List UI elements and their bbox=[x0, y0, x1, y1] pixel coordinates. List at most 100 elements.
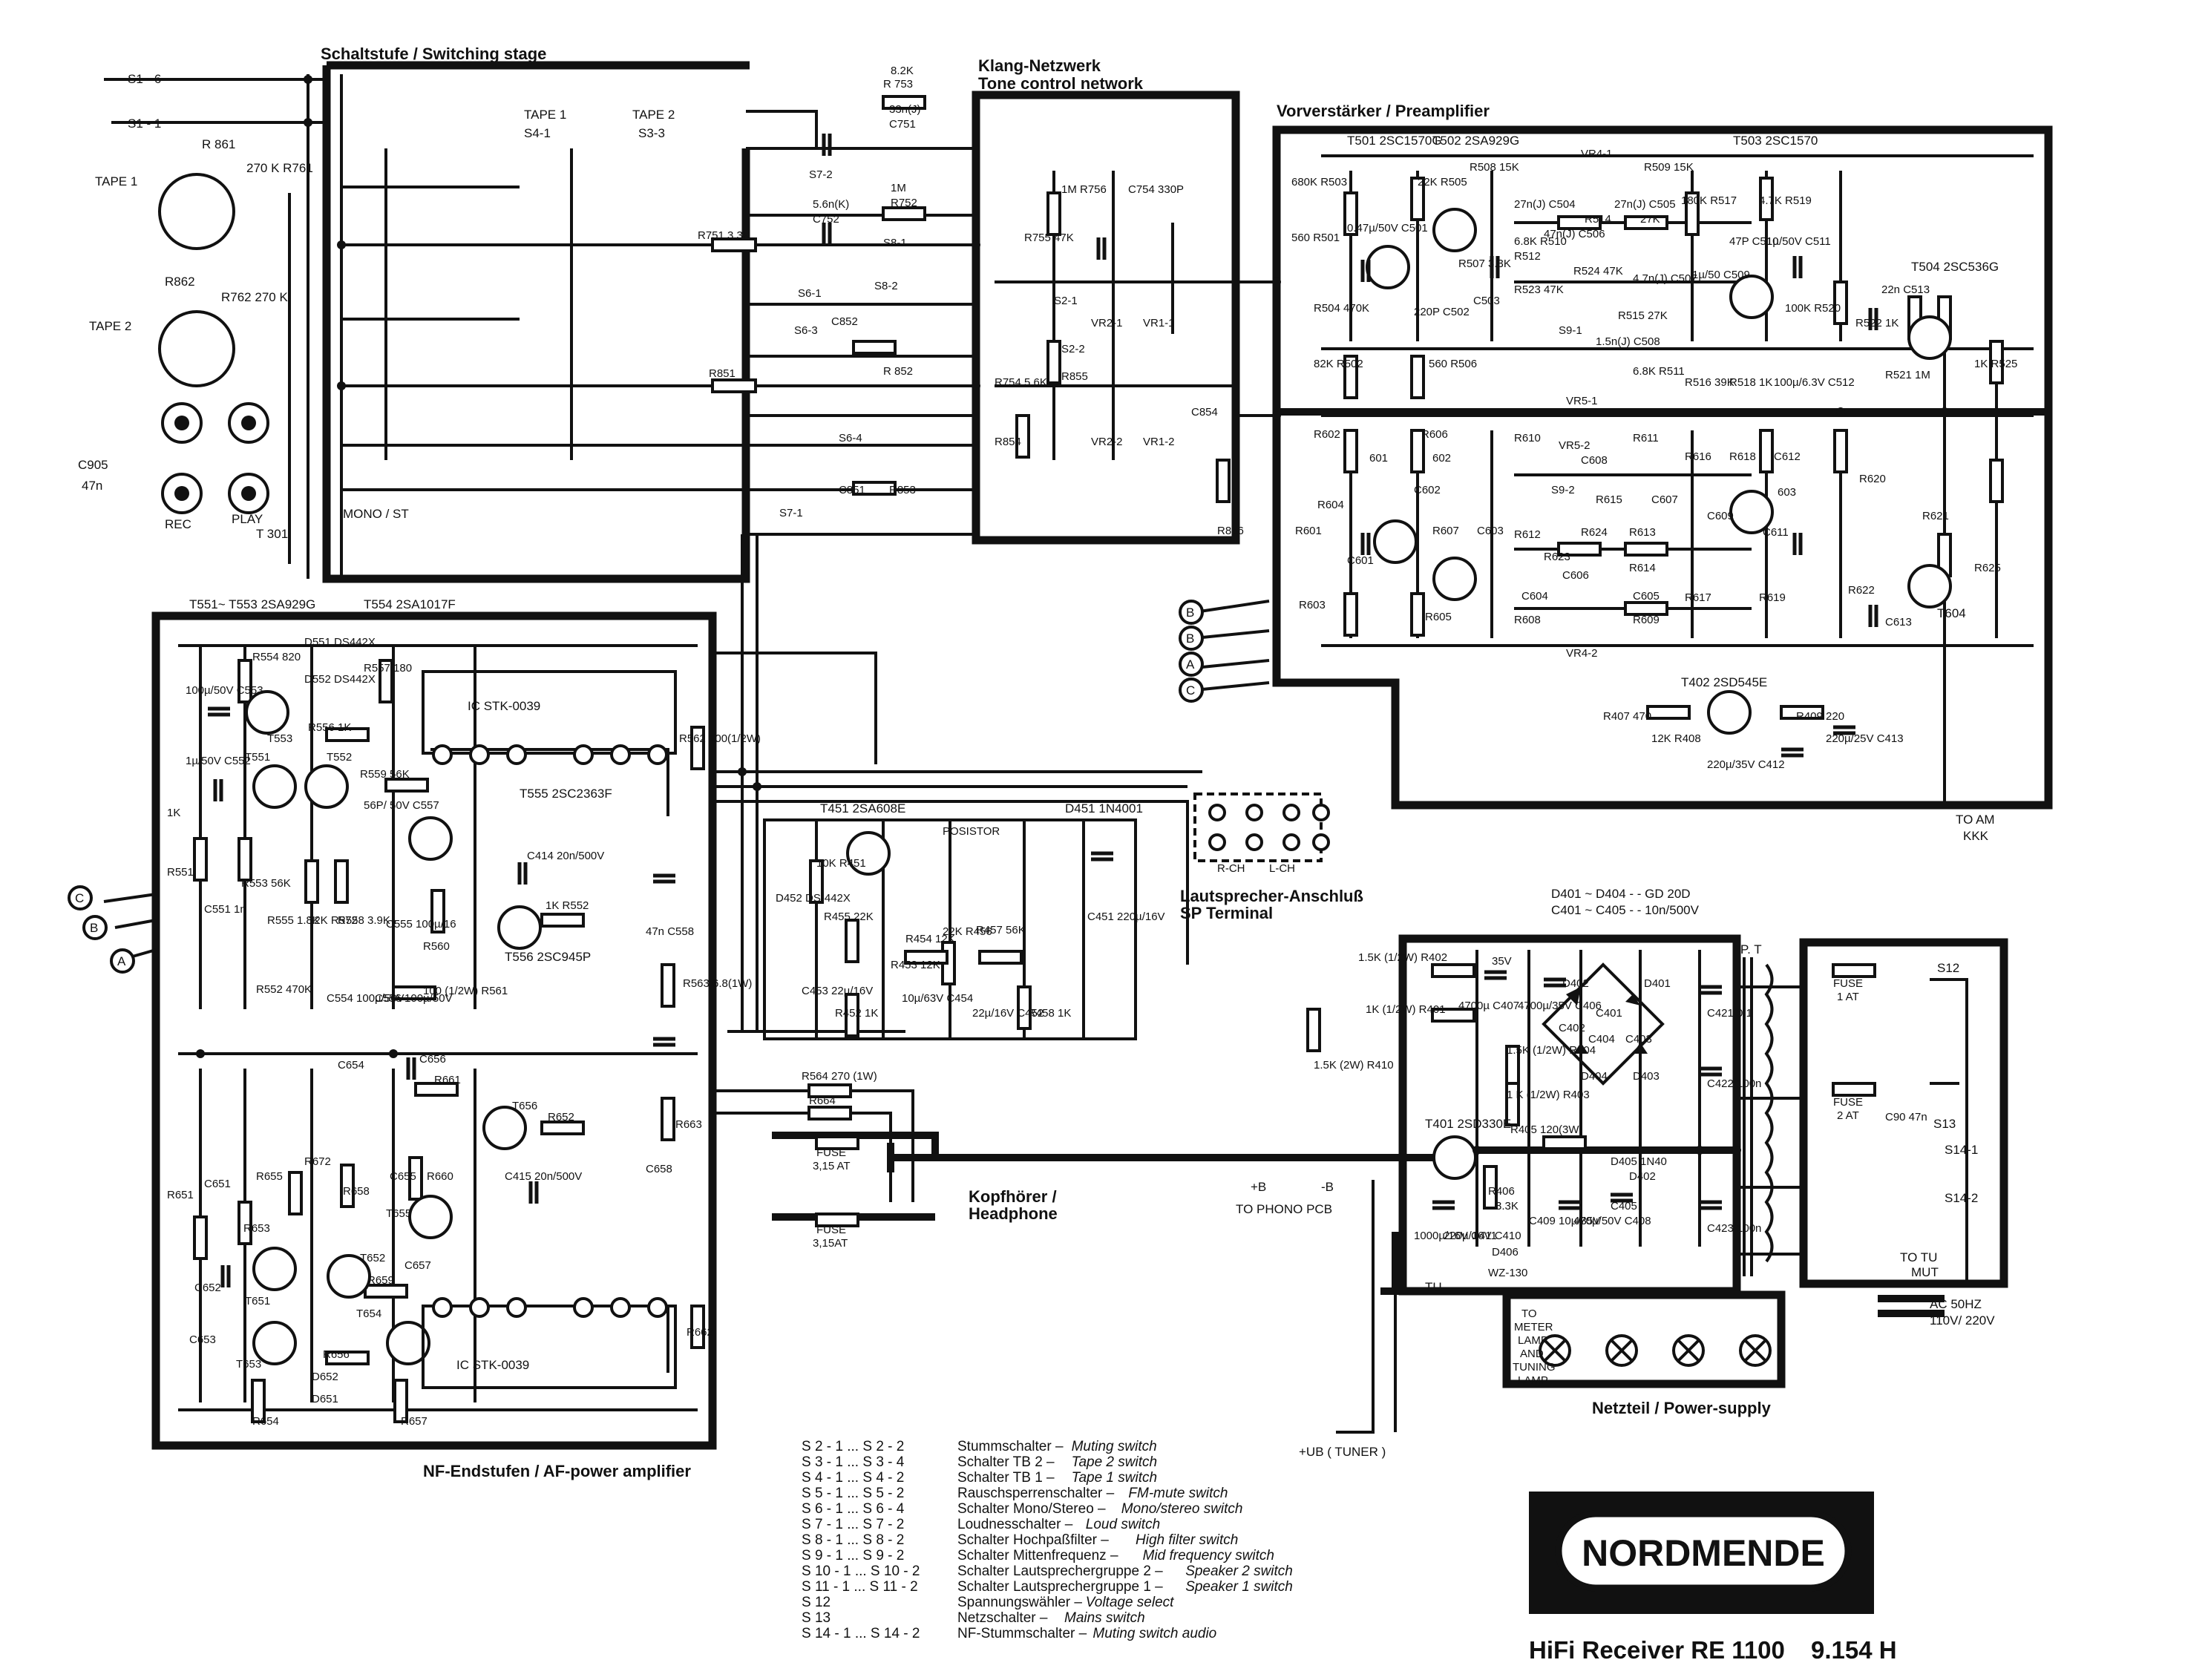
label-t653: T653 bbox=[236, 1358, 261, 1371]
legend-code: S 4 - 1 ... S 4 - 2 bbox=[802, 1470, 904, 1486]
legend-desc-en: Voltage select bbox=[1086, 1595, 1174, 1610]
label-ic1: IC STK-0039 bbox=[468, 699, 540, 713]
fuse-symbols bbox=[815, 963, 1876, 1227]
label-r458: R458 1K bbox=[1028, 1007, 1071, 1020]
label-r561: 100 (1/2W) R561 bbox=[423, 985, 508, 997]
legend-desc-de: Loudnesschalter – bbox=[957, 1517, 1073, 1532]
label-t554: T554 2SA1017F bbox=[364, 597, 456, 611]
label-c555: C555 100µ/16 bbox=[386, 918, 456, 931]
label-c405: C405 bbox=[1611, 1200, 1637, 1213]
label-r520: 100K R520 bbox=[1785, 302, 1841, 315]
label-s2-1: S2-1 bbox=[1054, 295, 1078, 307]
label-602: 602 bbox=[1432, 452, 1451, 465]
legend-code: S 12 bbox=[802, 1595, 831, 1610]
label-d451: D451 1N4001 bbox=[1065, 801, 1143, 816]
label-r512: R512 bbox=[1514, 250, 1541, 263]
label-t656: T656 bbox=[512, 1100, 537, 1112]
label-fuse2: FUSE bbox=[1833, 1096, 1863, 1109]
legend-code: S 8 - 1 ... S 8 - 2 bbox=[802, 1532, 904, 1548]
label-c854: C854 bbox=[1191, 406, 1218, 419]
label-c612: C612 bbox=[1774, 450, 1801, 463]
label-c651: C651 bbox=[204, 1178, 231, 1190]
label-r606: R606 bbox=[1421, 428, 1448, 441]
label-r611: R611 bbox=[1633, 432, 1659, 444]
legend-desc-de: Schalter TB 1 – bbox=[957, 1470, 1055, 1486]
label-d406: D406 bbox=[1492, 1246, 1519, 1259]
label-r603: R603 bbox=[1299, 599, 1326, 611]
legend-desc-de: Schalter Mittenfrequenz – bbox=[957, 1548, 1118, 1563]
label-c603: C603 bbox=[1477, 525, 1504, 537]
switching-stage-title: Schaltstufe / Switching stage bbox=[321, 45, 546, 63]
label-r517: 180K R517 bbox=[1681, 194, 1737, 207]
label-t652: T652 bbox=[360, 1252, 385, 1264]
label-r662: R662 bbox=[687, 1326, 713, 1339]
label-r563: R563 6.8(1W) bbox=[683, 977, 752, 990]
label-c558: 47n C558 bbox=[646, 925, 694, 938]
label-c410: 220µ/16V C410 bbox=[1444, 1230, 1521, 1242]
label-r521: R521 1M bbox=[1885, 369, 1930, 381]
label-r551: R551 bbox=[167, 866, 194, 879]
label-c90: C90 47n bbox=[1885, 1111, 1927, 1123]
legend-desc-en: FM-mute switch bbox=[1128, 1486, 1228, 1501]
legend-desc-en: Tape 2 switch bbox=[1072, 1454, 1157, 1470]
label-c408: 470µ/50V C408 bbox=[1573, 1215, 1651, 1227]
label-r657: R657 bbox=[401, 1415, 427, 1428]
nordmende-logo: NORDMENDE bbox=[1582, 1532, 1825, 1574]
label-vr4-2: VR4-2 bbox=[1566, 647, 1598, 660]
label-r510: 6.8K R510 bbox=[1514, 235, 1567, 248]
label-r853: R853 bbox=[889, 484, 916, 496]
label-r613: R613 bbox=[1629, 526, 1656, 539]
label-vr2-2: VR2-2 bbox=[1091, 436, 1123, 448]
label-c606: C606 bbox=[1562, 569, 1589, 582]
label-r524: R524 47K bbox=[1573, 265, 1623, 278]
legend-desc-en: Loud switch bbox=[1086, 1517, 1160, 1532]
label-s12: S12 bbox=[1937, 961, 1959, 975]
label-c509: 1µ/50 C509 bbox=[1692, 269, 1750, 281]
label-5-6n: 5.6n(K) bbox=[813, 198, 849, 211]
label-meter-1: TO bbox=[1521, 1307, 1537, 1320]
label-c552: 1µ/50V C552 bbox=[186, 755, 251, 767]
label-r625: R625 bbox=[1974, 562, 2001, 574]
label-c754: C754 330P bbox=[1128, 183, 1184, 196]
label-r558: R558 3.9K bbox=[338, 914, 390, 927]
label-tu: TU bbox=[1425, 1280, 1442, 1294]
label-t552-tag: T552 bbox=[327, 751, 352, 764]
legend-desc-en: Mono/stereo switch bbox=[1121, 1501, 1243, 1517]
legend-desc-en: Speaker 2 switch bbox=[1185, 1563, 1293, 1579]
label-play: PLAY bbox=[232, 512, 263, 526]
label-c658: C658 bbox=[646, 1163, 672, 1175]
label-c501: 0.47µ/50V C501 bbox=[1347, 222, 1428, 234]
label-r755: R755 47K bbox=[1024, 232, 1074, 244]
label-s4-1: S4-1 bbox=[524, 126, 551, 140]
label-c451: C451 220µ/16V bbox=[1087, 910, 1165, 923]
label-s14-1: S14-1 bbox=[1945, 1143, 1978, 1157]
label-r661: R661 bbox=[434, 1074, 461, 1086]
component-labels: S1 - 6 S1 - 1 TAPE 1 TAPE 2 REC PLAY T 3… bbox=[78, 65, 2017, 1459]
label-t604: T604 bbox=[1937, 606, 1966, 620]
tape-connectors bbox=[158, 173, 269, 514]
label-r862: R862 bbox=[165, 275, 195, 289]
label-s6-3: S6-3 bbox=[794, 324, 818, 337]
legend-code: S 14 - 1 ... S 14 - 2 bbox=[802, 1626, 920, 1641]
label-s8-1: S8-1 bbox=[883, 237, 907, 249]
label-c655: C655 bbox=[390, 1170, 416, 1183]
legend-code: S 13 bbox=[802, 1610, 831, 1626]
label-r502: 82K R502 bbox=[1314, 358, 1363, 370]
label-mono-st: MONO / ST bbox=[343, 507, 409, 521]
label-s7-1: S7-1 bbox=[779, 507, 803, 519]
label-r511: 6.8K R511 bbox=[1633, 365, 1685, 378]
label-to-tu: TO TU bbox=[1900, 1250, 1937, 1264]
label-fuse1-val: 1 AT bbox=[1837, 991, 1859, 1003]
label-posistor: POSISTOR bbox=[943, 825, 1000, 838]
label-r861: R 861 bbox=[202, 137, 235, 151]
label-c601: C601 bbox=[1347, 554, 1374, 567]
label-r664: R664 bbox=[809, 1095, 836, 1107]
label-c554: C554 100µ/50V bbox=[327, 992, 404, 1005]
label-t502: T502 2SA929G bbox=[1432, 134, 1519, 148]
mark-b-left: B bbox=[90, 921, 98, 935]
label-pt: P. T bbox=[1740, 942, 1762, 957]
label-vr5-2: VR5-2 bbox=[1559, 439, 1591, 452]
label-t402: T402 2SD545E bbox=[1681, 675, 1767, 689]
label-t401: T401 2SD330E bbox=[1425, 1117, 1511, 1131]
